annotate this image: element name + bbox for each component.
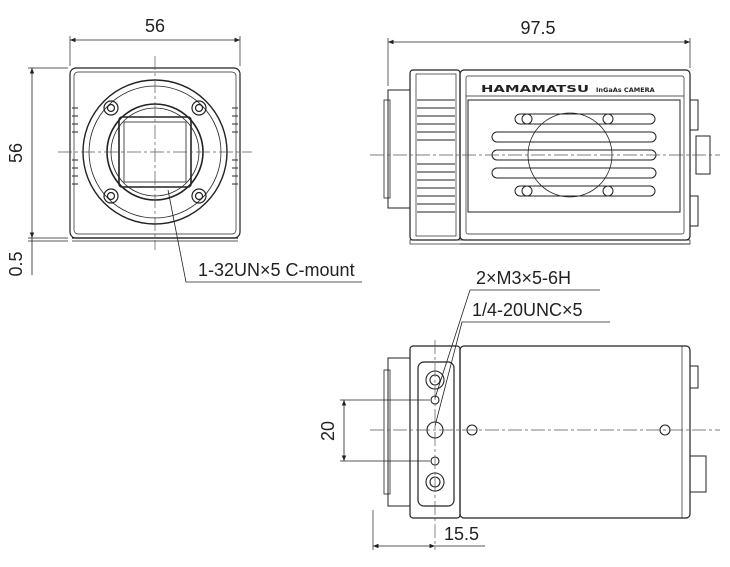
brand-product: InGaAs CAMERA xyxy=(596,86,655,94)
bottom-body-outline xyxy=(459,345,691,519)
bottom-offset-label: 15.5 xyxy=(444,524,479,544)
tripod-leader xyxy=(434,321,610,427)
m3-callout-label: 2×M3×5-6H xyxy=(476,268,571,288)
side-view xyxy=(370,38,720,245)
mount-leader xyxy=(167,189,362,283)
front-height-label: 56 xyxy=(6,143,26,163)
hole-spacing-label: 20 xyxy=(318,421,338,441)
mounting-holes xyxy=(425,370,671,492)
bottom-view xyxy=(340,289,720,550)
m3-leader xyxy=(434,289,600,399)
heatsink-panel xyxy=(467,99,681,213)
front-view xyxy=(28,36,362,283)
mount-callout-label: 1-32UN×5 C-mount xyxy=(198,260,355,280)
side-screws xyxy=(521,113,614,197)
side-length-label: 97.5 xyxy=(520,18,555,38)
tripod-callout-label: 1/4-20UNC×5 xyxy=(472,300,583,320)
front-screws xyxy=(103,100,207,204)
tripod-plate xyxy=(417,361,455,507)
front-width-label: 56 xyxy=(145,16,165,36)
front-offset-label: 0.5 xyxy=(6,251,26,276)
brand-maker: HAMAMATSU xyxy=(481,84,589,95)
